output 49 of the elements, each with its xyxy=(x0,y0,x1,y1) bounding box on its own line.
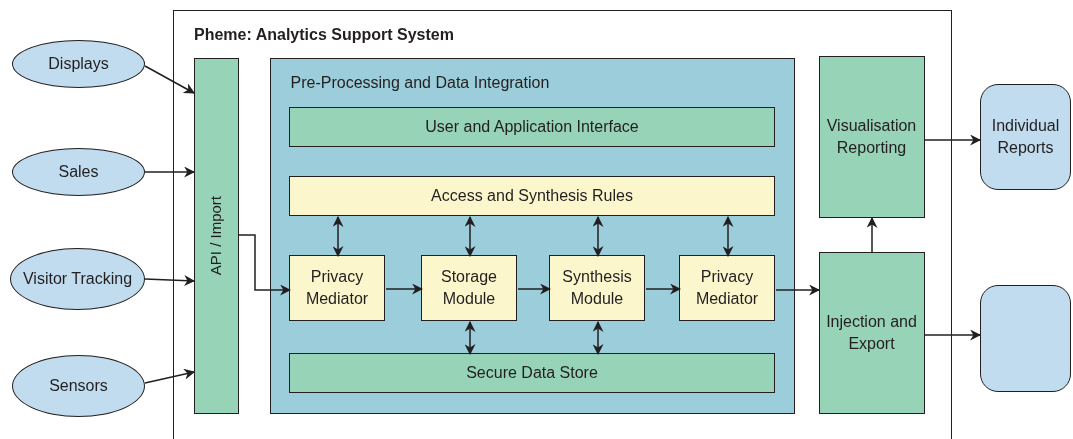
output-box xyxy=(980,285,1071,392)
box-label: Individual Reports xyxy=(990,116,1061,158)
module-box xyxy=(818,251,925,414)
box-label: Sensors xyxy=(49,376,108,396)
arrow xyxy=(332,215,344,258)
arrow xyxy=(775,284,821,296)
box-label: Storage Module xyxy=(439,267,498,309)
arrow xyxy=(385,283,424,295)
arrow xyxy=(722,215,734,258)
module-box xyxy=(679,255,775,321)
box-label: Privacy Mediator xyxy=(694,267,760,309)
box-title: Pheme: Analytics Support System xyxy=(194,26,454,43)
arrow xyxy=(144,368,196,384)
box-label: Access and Synthesis Rules xyxy=(431,186,633,206)
arrow xyxy=(464,320,476,356)
module-box xyxy=(193,57,239,414)
box-label: Displays xyxy=(48,54,109,74)
box-label: Sales xyxy=(58,162,99,182)
arrow xyxy=(866,216,878,253)
box-label: Secure Data Store xyxy=(466,363,598,383)
module-box xyxy=(421,255,517,321)
box-label: Privacy Mediator xyxy=(304,267,370,309)
arrow xyxy=(144,275,196,287)
arrow xyxy=(924,134,982,146)
arrow xyxy=(924,329,982,341)
arrow xyxy=(144,166,196,178)
box-label: User and Application Interface xyxy=(425,117,639,137)
module-box xyxy=(269,57,795,414)
output-box xyxy=(980,84,1071,190)
module-box xyxy=(289,353,775,393)
arrow xyxy=(645,283,682,295)
system-boundary xyxy=(173,10,952,439)
arrow xyxy=(144,65,195,94)
box-title: Pre-Processing and Data Integration xyxy=(290,73,550,91)
box-label: Visitor Tracking xyxy=(22,269,133,289)
arrow xyxy=(238,234,292,296)
module-box xyxy=(289,255,385,321)
arrow xyxy=(464,215,476,258)
box-label: Injection and Export xyxy=(825,311,918,354)
arrow xyxy=(592,320,604,356)
box-label: Visualisation Reporting xyxy=(825,115,918,158)
box-label: API / Import xyxy=(205,195,225,276)
box-label: Synthesis Module xyxy=(561,267,633,309)
module-box xyxy=(818,55,925,218)
module-box xyxy=(549,255,645,321)
module-box xyxy=(289,176,775,216)
arrow xyxy=(517,283,552,295)
module-box xyxy=(289,107,775,147)
arrow xyxy=(592,215,604,258)
